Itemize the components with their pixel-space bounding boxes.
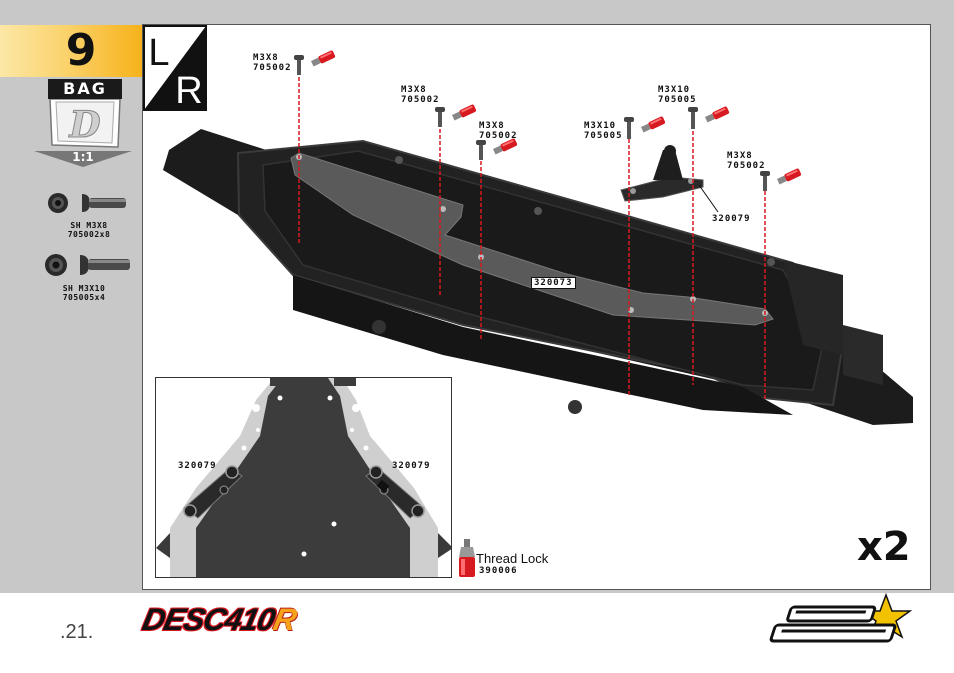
button-head-screw-icon xyxy=(294,55,304,75)
thread-lock-drop-icons xyxy=(311,50,802,185)
thread-lock-label: Thread Lock xyxy=(476,551,549,566)
bag-label: BAG xyxy=(48,79,122,99)
team-durango-logo xyxy=(769,593,913,643)
brace-mount-left xyxy=(183,465,243,519)
quantity-label: x2 xyxy=(857,524,911,570)
button-head-screw-icon xyxy=(80,255,130,275)
step-number: 9 xyxy=(65,25,97,76)
bag-letter: D xyxy=(68,104,100,146)
lr-badge-icon: L R xyxy=(143,25,207,111)
brand-wordmark: DESC410R xyxy=(139,602,300,637)
thread-lock-code: 390006 xyxy=(479,566,518,576)
inset-label-right: 320079 xyxy=(392,461,431,471)
thread-lock-bottle-icon xyxy=(459,539,475,577)
hardware-item-2: SH M3X10 705005x4 xyxy=(62,284,106,302)
svg-text:L: L xyxy=(148,32,169,74)
brace-mount-right xyxy=(365,465,425,519)
button-head-screw-icon xyxy=(688,107,698,129)
svg-text:R: R xyxy=(175,70,202,111)
scale-arrow-icon xyxy=(34,151,132,167)
page-number: .21. xyxy=(60,621,94,643)
brace-mount xyxy=(620,145,719,213)
hardware-item-1: SH M3X8 705002x8 xyxy=(67,221,111,239)
scale-label: 1:1 xyxy=(72,150,94,164)
button-head-screw-icon xyxy=(624,117,634,139)
washer-icon xyxy=(48,193,68,213)
part-label-brace-plate: 320073 xyxy=(531,277,576,289)
part-label-brace-mount: 320079 xyxy=(712,214,751,224)
install-guide-lines xyxy=(298,77,766,399)
button-head-screw-icon xyxy=(82,194,126,212)
inset-detail: 320079 320079 xyxy=(155,377,452,578)
button-head-screw-icon xyxy=(760,171,770,191)
step-tab xyxy=(0,25,142,77)
inset-label-left: 320079 xyxy=(178,461,217,471)
button-head-screw-icon xyxy=(435,107,445,127)
bag-letter-icon: D xyxy=(48,98,122,149)
button-head-screw-icon xyxy=(476,140,486,160)
hardware-legend-icons xyxy=(45,193,130,276)
screw-icons xyxy=(294,55,770,191)
washer-icon xyxy=(45,254,67,276)
